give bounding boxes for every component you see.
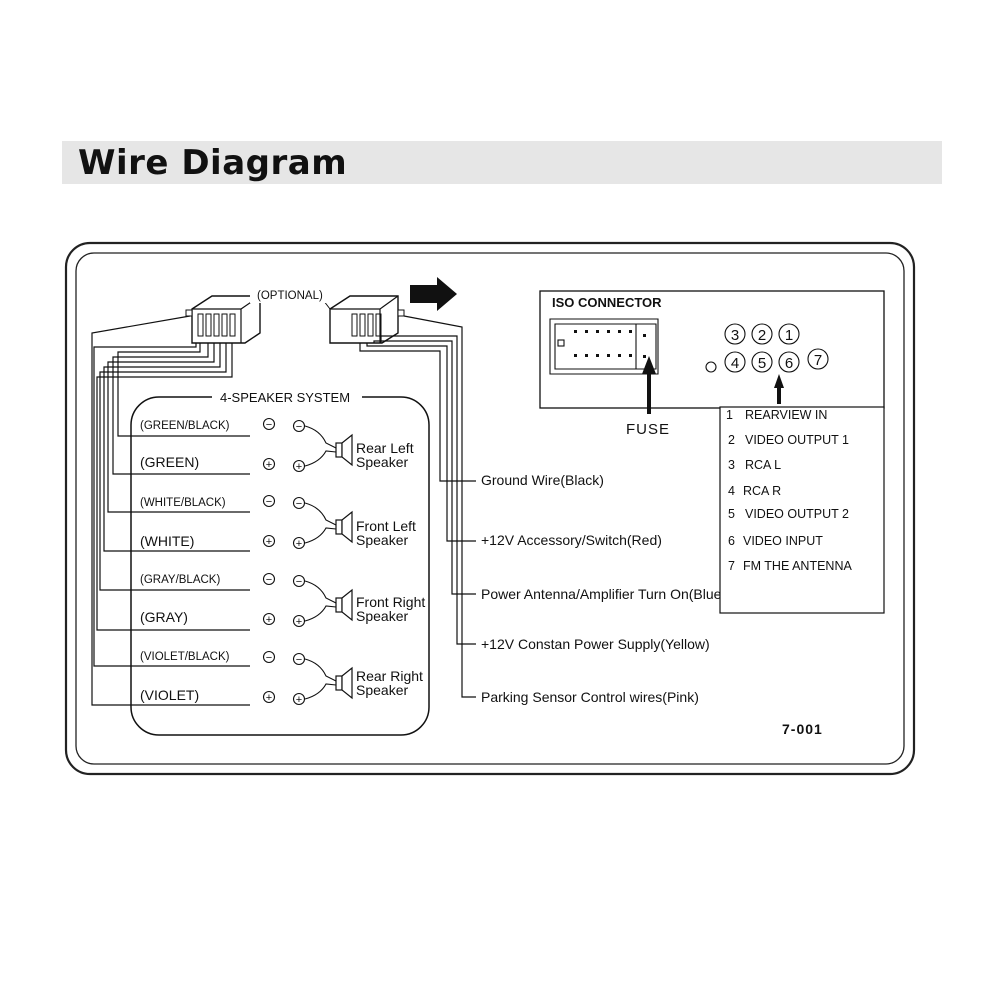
- svg-text:REARVIEW IN: REARVIEW IN: [745, 408, 827, 422]
- iso-connector-title: ISO CONNECTOR: [552, 295, 662, 310]
- inner-frame: [75, 252, 905, 765]
- svg-text:−: −: [266, 419, 272, 431]
- svg-text:+: +: [296, 694, 302, 706]
- outer-frame: [64, 241, 916, 776]
- figure-code: 7-001: [782, 721, 823, 737]
- fuse-label: FUSE: [626, 421, 670, 438]
- pin-legend-box: [719, 406, 885, 614]
- speaker-rear-right-line2: Speaker: [356, 682, 408, 698]
- svg-text:3: 3: [728, 458, 735, 472]
- svg-text:6: 6: [728, 534, 735, 548]
- svg-text:−: −: [296, 498, 302, 510]
- svg-text:+: +: [266, 459, 272, 471]
- right-connector: [329, 295, 405, 344]
- svg-text:5: 5: [758, 355, 766, 372]
- power-wire-constant: +12V Constan Power Supply(Yellow): [481, 636, 710, 652]
- wire-label-gray-black: (GRAY/BLACK): [140, 574, 220, 586]
- svg-text:RCA R: RCA R: [743, 484, 781, 498]
- wire-label-green-black: (GREEN/BLACK): [140, 420, 230, 432]
- svg-text:7: 7: [728, 559, 735, 573]
- speaker-icon: [335, 433, 353, 700]
- power-wire-accessory: +12V Accessory/Switch(Red): [481, 532, 662, 548]
- svg-text:1: 1: [785, 327, 793, 344]
- iso-pins: [574, 330, 646, 358]
- pin-arrow-icon: [774, 374, 784, 404]
- svg-text:−: −: [296, 421, 302, 433]
- left-connector: [185, 295, 261, 344]
- speaker-rear-left-line1: Rear Left: [356, 440, 414, 456]
- svg-text:VIDEO OUTPUT 2: VIDEO OUTPUT 2: [745, 507, 849, 521]
- speaker-rear-left-line2: Speaker: [356, 454, 408, 470]
- svg-text:RCA L: RCA L: [745, 458, 781, 472]
- header-bar: [62, 141, 942, 184]
- svg-text:4: 4: [731, 355, 739, 372]
- svg-text:−: −: [296, 576, 302, 588]
- polarity-signs: − − + + − − + + − − + + − − + +: [266, 419, 302, 706]
- wire-label-white-black: (WHITE/BLACK): [140, 497, 226, 509]
- wire-label-white: (WHITE): [140, 533, 194, 549]
- svg-text:−: −: [296, 654, 302, 666]
- svg-text:VIDEO OUTPUT 1: VIDEO OUTPUT 1: [745, 433, 849, 447]
- svg-text:−: −: [266, 496, 272, 508]
- svg-text:7: 7: [814, 352, 822, 369]
- svg-text:−: −: [266, 652, 272, 664]
- pin-circles: [705, 323, 829, 373]
- page-title: Wire Diagram: [78, 143, 348, 183]
- wire-label-green: (GREEN): [140, 454, 199, 470]
- speaker-front-right-line1: Front Right: [356, 594, 425, 610]
- power-wire-parking: Parking Sensor Control wires(Pink): [481, 689, 699, 705]
- iso-plug: [549, 318, 659, 375]
- svg-text:+: +: [296, 616, 302, 628]
- power-wires: [359, 315, 476, 698]
- svg-text:−: −: [266, 574, 272, 586]
- speaker-wires: [91, 315, 250, 706]
- wire-label-violet: (VIOLET): [140, 687, 199, 703]
- iso-connector-box: [539, 290, 885, 409]
- speaker-front-left-line2: Speaker: [356, 532, 408, 548]
- power-wire-antenna: Power Antenna/Amplifier Turn On(Blue): [481, 586, 726, 602]
- polarity-symbols: [262, 417, 306, 706]
- optional-label: (OPTIONAL): [257, 290, 323, 302]
- speaker-front-left-line1: Front Left: [356, 518, 416, 534]
- wire-label-violet-black: (VIOLET/BLACK): [140, 651, 230, 663]
- svg-text:2: 2: [758, 327, 766, 344]
- speaker-leads: [304, 425, 337, 700]
- pin-numbers: 3 2 1 4 5 6 7: [731, 327, 822, 372]
- svg-text:2: 2: [728, 433, 735, 447]
- svg-text:+: +: [266, 614, 272, 626]
- speaker-system-label: 4-SPEAKER SYSTEM: [220, 390, 350, 405]
- svg-text:FM THE ANTENNA: FM THE ANTENNA: [743, 559, 852, 573]
- svg-text:5: 5: [728, 507, 735, 521]
- speaker-front-right-line2: Speaker: [356, 608, 408, 624]
- speaker-rear-right-line1: Rear Right: [356, 668, 423, 684]
- svg-text:+: +: [296, 538, 302, 550]
- fuse-arrow-icon: [642, 356, 656, 414]
- svg-text:+: +: [266, 692, 272, 704]
- svg-text:6: 6: [785, 355, 793, 372]
- svg-text:1: 1: [726, 408, 733, 422]
- svg-text:4: 4: [728, 484, 735, 498]
- svg-text:3: 3: [731, 327, 739, 344]
- svg-text:VIDEO INPUT: VIDEO INPUT: [743, 534, 823, 548]
- svg-text:+: +: [296, 461, 302, 473]
- svg-text:+: +: [266, 536, 272, 548]
- wire-label-gray: (GRAY): [140, 609, 188, 625]
- pin-legend: 1 REARVIEW IN 2 VIDEO OUTPUT 1 3 RCA L 4 RCA…: [726, 408, 852, 573]
- direction-arrow-icon: [410, 277, 457, 311]
- power-wire-ground: Ground Wire(Black): [481, 472, 604, 488]
